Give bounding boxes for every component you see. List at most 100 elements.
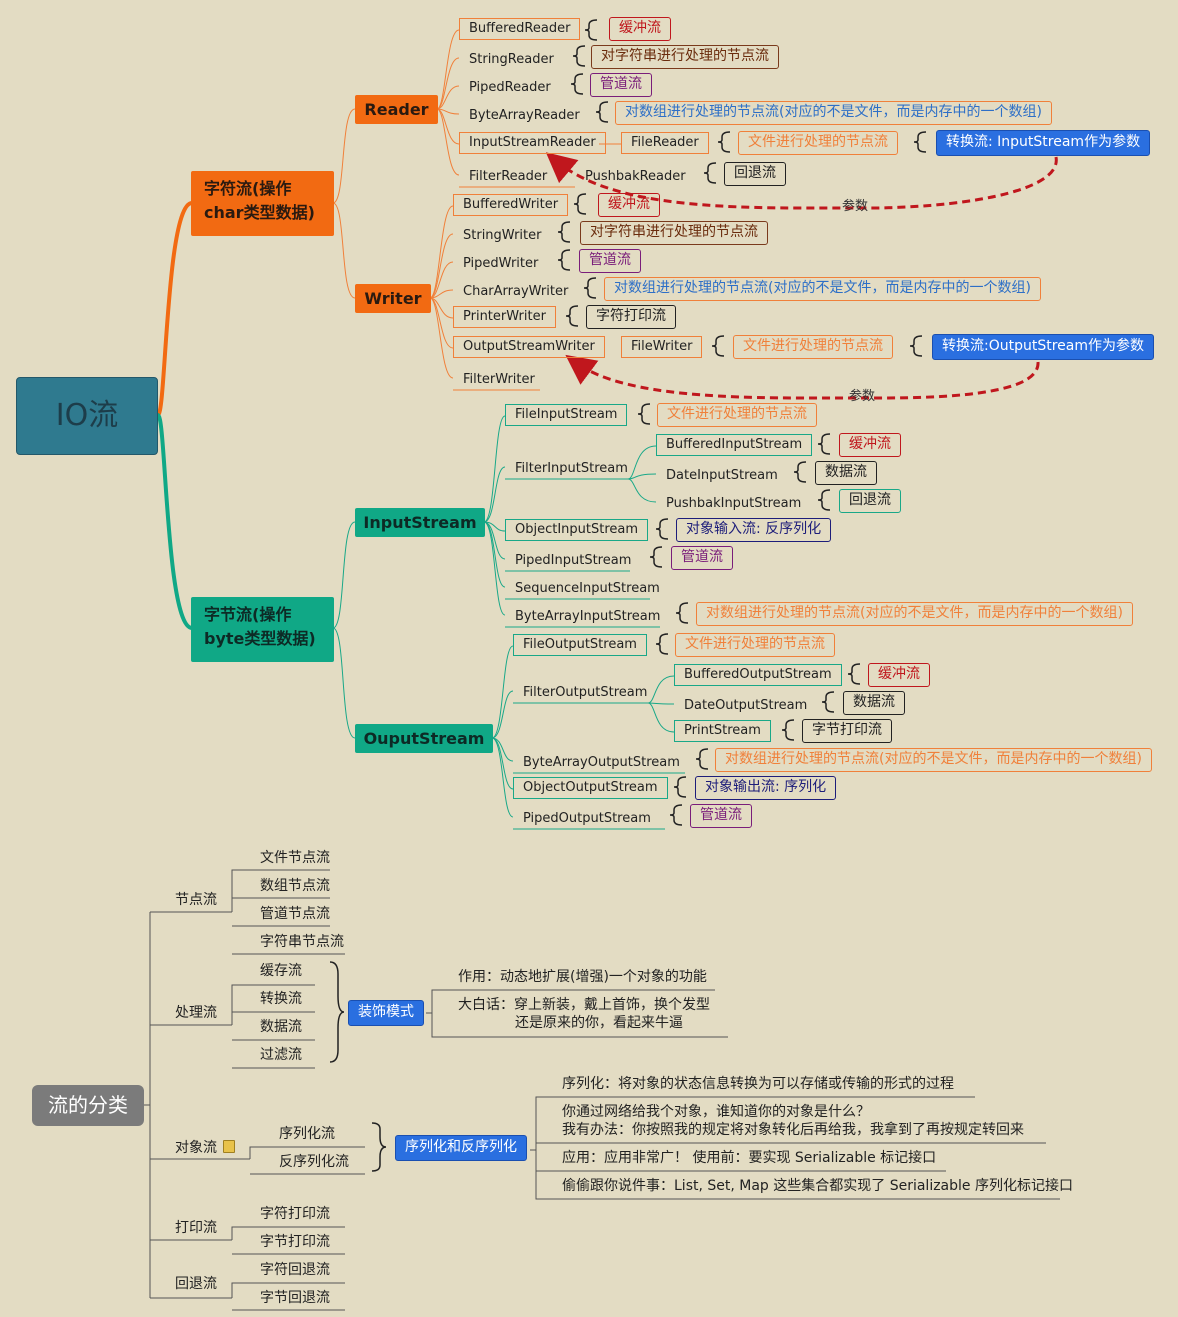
pipedinputstream-node[interactable]: PipedInputStream bbox=[515, 553, 632, 568]
string-writer-node[interactable]: StringWriter bbox=[463, 228, 542, 243]
pushback-stream-label[interactable]: 回退流 bbox=[175, 1276, 217, 1292]
byte-print-note: 字节打印流 bbox=[802, 719, 892, 743]
decorator-desc-plain-2: 还是原来的你，看起来牛逼 bbox=[515, 1015, 683, 1031]
dateinputstream-node[interactable]: DateInputStream bbox=[666, 468, 778, 483]
node-stream-pipe[interactable]: 管道节点流 bbox=[260, 906, 330, 922]
dateoutputstream-node[interactable]: DateOutputStream bbox=[684, 698, 808, 713]
outputstream-writer-node[interactable]: OutputStreamWriter bbox=[453, 336, 605, 359]
pipedoutputstream-node[interactable]: PipedOutputStream bbox=[523, 811, 651, 826]
writer-node[interactable]: Writer bbox=[355, 284, 431, 313]
print-stream-byte[interactable]: 字节打印流 bbox=[260, 1234, 330, 1250]
node-stream-string[interactable]: 字符串节点流 bbox=[260, 934, 344, 950]
piped-reader-node[interactable]: PipedReader bbox=[469, 80, 551, 95]
pushback-note-reader: 回退流 bbox=[724, 162, 786, 186]
data-note-input: 数据流 bbox=[815, 461, 877, 485]
filteroutputstream-node[interactable]: FilterOutputStream bbox=[523, 685, 648, 700]
object-stream-label-text: 对象流 bbox=[175, 1140, 217, 1156]
array-note-writer: 对数组进行处理的节点流(对应的不是文件，而是内存中的一个数组) bbox=[604, 277, 1041, 301]
object-stream-label[interactable]: 对象流 bbox=[175, 1140, 235, 1158]
proc-stream-filter[interactable]: 过滤流 bbox=[260, 1047, 302, 1063]
buffer-note-writer: 缓冲流 bbox=[598, 193, 660, 217]
pipe-note-output: 管道流 bbox=[690, 804, 752, 828]
pushback-stream-char[interactable]: 字符回退流 bbox=[260, 1262, 330, 1278]
byte-stream-node[interactable]: 字节流(操作byte类型数据) bbox=[191, 597, 334, 662]
bufferedinputstream-node[interactable]: BufferedInputStream bbox=[656, 434, 813, 457]
string-note-reader: 对字符串进行处理的节点流 bbox=[591, 45, 779, 69]
print-stream-char[interactable]: 字符打印流 bbox=[260, 1206, 330, 1222]
filter-writer-node[interactable]: FilterWriter bbox=[463, 372, 535, 387]
piped-writer-node[interactable]: PipedWriter bbox=[463, 256, 539, 271]
serialization-q1: 你通过网络给我个对象，谁知道你的对象是什么？ bbox=[562, 1104, 870, 1120]
serialization-def: 序列化：将对象的状态信息转换为可以存储或传输的形式的过程 bbox=[562, 1076, 954, 1092]
deserialize-stream[interactable]: 反序列化流 bbox=[279, 1154, 349, 1170]
proc-stream-data[interactable]: 数据流 bbox=[260, 1019, 302, 1035]
pushbackinputstream-node[interactable]: PushbakInputStream bbox=[666, 496, 802, 511]
node-stream-label[interactable]: 节点流 bbox=[175, 892, 217, 908]
sequenceinputstream-node[interactable]: SequenceInputStream bbox=[515, 581, 660, 596]
bytearrayoutputstream-node[interactable]: ByteArrayOutputStream bbox=[523, 755, 680, 770]
io-root: IO流 bbox=[16, 377, 158, 455]
param-label-reader: 参数 bbox=[842, 199, 869, 214]
pushback-reader-node[interactable]: PushbakReader bbox=[585, 169, 686, 184]
printer-writer-node[interactable]: PrinterWriter bbox=[453, 306, 556, 329]
file-note-reader: 文件进行处理的节点流 bbox=[738, 131, 898, 155]
objin-note: 对象输入流: 反序列化 bbox=[676, 518, 832, 542]
outputstream-node[interactable]: OuputStream bbox=[355, 724, 493, 753]
buffer-note-reader: 缓冲流 bbox=[609, 17, 671, 41]
chararray-writer-node[interactable]: CharArrayWriter bbox=[463, 284, 569, 299]
proc-stream-buffer[interactable]: 缓存流 bbox=[260, 963, 302, 979]
array-note-reader: 对数组进行处理的节点流(对应的不是文件，而是内存中的一个数组) bbox=[615, 101, 1052, 125]
fileinputstream-node[interactable]: FileInputStream bbox=[505, 404, 628, 427]
bytearrayinputstream-node[interactable]: ByteArrayInputStream bbox=[515, 609, 661, 624]
serialization-q2: 我有办法：你按照我的规定将对象转化后再给我，我拿到了再按规定转回来 bbox=[562, 1122, 1024, 1138]
node-stream-file[interactable]: 文件节点流 bbox=[260, 850, 330, 866]
string-note-writer: 对字符串进行处理的节点流 bbox=[580, 221, 768, 245]
char-print-note: 字符打印流 bbox=[586, 305, 676, 329]
bytearray-reader-node[interactable]: ByteArrayReader bbox=[469, 108, 580, 123]
reader-node[interactable]: Reader bbox=[355, 95, 438, 124]
pushback-note-input: 回退流 bbox=[839, 489, 901, 513]
filterinputstream-node[interactable]: FilterInputStream bbox=[515, 461, 628, 476]
note-icon[interactable] bbox=[223, 1140, 235, 1153]
file-note-output: 文件进行处理的节点流 bbox=[675, 633, 835, 657]
convert-note-reader: 转换流: InputStream作为参数 bbox=[936, 130, 1151, 156]
serialization-usage: 应用：应用非常广！ 使用前：要实现 Serializable 标记接口 bbox=[562, 1150, 937, 1166]
objectinputstream-node[interactable]: ObjectInputStream bbox=[505, 519, 649, 542]
file-note-input: 文件进行处理的节点流 bbox=[657, 403, 817, 427]
inputstream-node[interactable]: InputStream bbox=[355, 508, 485, 537]
file-note-writer: 文件进行处理的节点流 bbox=[733, 335, 893, 359]
convert-note-writer: 转换流:OutputStream作为参数 bbox=[932, 334, 1155, 360]
pipe-note-writer: 管道流 bbox=[579, 249, 641, 273]
proc-stream-label[interactable]: 处理流 bbox=[175, 1005, 217, 1021]
objectoutputstream-node[interactable]: ObjectOutputStream bbox=[513, 777, 668, 800]
classification-root: 流的分类 bbox=[32, 1085, 144, 1126]
array-note-output: 对数组进行处理的节点流(对应的不是文件，而是内存中的一个数组) bbox=[715, 748, 1152, 772]
decorator-desc-plain-1: 大白话：穿上新装，戴上首饰，换个发型 bbox=[458, 997, 710, 1013]
printstream-node[interactable]: PrintStream bbox=[674, 720, 771, 743]
buffered-reader-node[interactable]: BufferedReader bbox=[459, 18, 581, 41]
print-stream-label[interactable]: 打印流 bbox=[175, 1220, 217, 1236]
char-stream-node[interactable]: 字符流(操作char类型数据) bbox=[191, 171, 334, 236]
string-reader-node[interactable]: StringReader bbox=[469, 52, 554, 67]
inputstream-reader-node[interactable]: InputStreamReader bbox=[459, 132, 606, 155]
file-writer-node[interactable]: FileWriter bbox=[621, 336, 703, 359]
buffered-writer-node[interactable]: BufferedWriter bbox=[453, 194, 569, 217]
decorator-pattern-node[interactable]: 装饰模式 bbox=[348, 1000, 424, 1026]
param-label-writer: 参数 bbox=[849, 389, 876, 404]
bufferedoutputstream-node[interactable]: BufferedOutputStream bbox=[674, 664, 842, 687]
array-note-input: 对数组进行处理的节点流(对应的不是文件，而是内存中的一个数组) bbox=[696, 602, 1133, 626]
serialization-secret: 偷偷跟你说件事：List, Set, Map 这些集合都实现了 Serializ… bbox=[562, 1178, 1073, 1194]
fileoutputstream-node[interactable]: FileOutputStream bbox=[513, 634, 647, 657]
pushback-stream-byte[interactable]: 字节回退流 bbox=[260, 1290, 330, 1306]
buffer-note-input: 缓冲流 bbox=[839, 433, 901, 457]
pipe-note-input: 管道流 bbox=[671, 546, 733, 570]
file-reader-node[interactable]: FileReader bbox=[621, 132, 709, 155]
proc-stream-convert[interactable]: 转换流 bbox=[260, 991, 302, 1007]
serialization-topic-node[interactable]: 序列化和反序列化 bbox=[395, 1135, 527, 1161]
objout-note: 对象输出流: 序列化 bbox=[695, 776, 837, 800]
filter-reader-node[interactable]: FilterReader bbox=[469, 169, 548, 184]
decorator-desc-purpose: 作用：动态地扩展(增强)一个对象的功能 bbox=[458, 969, 707, 985]
node-stream-array[interactable]: 数组节点流 bbox=[260, 878, 330, 894]
serialize-stream[interactable]: 序列化流 bbox=[279, 1126, 335, 1142]
